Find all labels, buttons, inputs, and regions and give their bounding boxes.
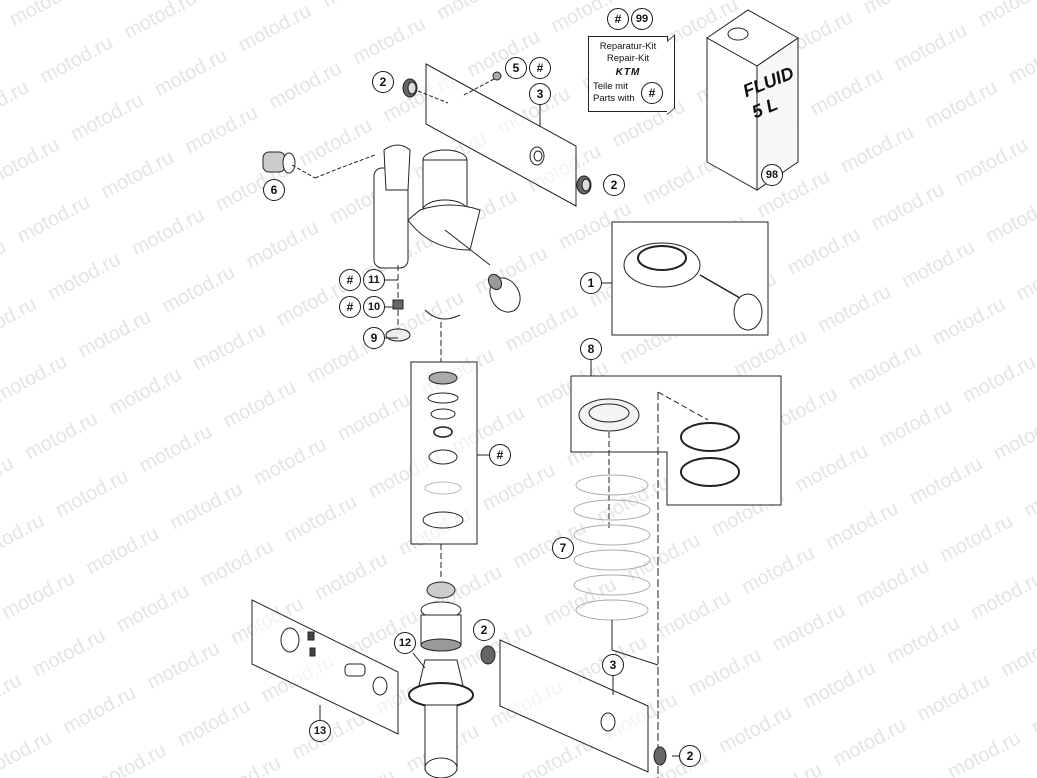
repair-kit-parts-de: Teile mit xyxy=(593,81,628,92)
callout-c10[interactable]: 10 xyxy=(363,296,385,318)
bushing-icon xyxy=(480,645,496,665)
callout-c99[interactable]: 99 xyxy=(631,8,653,30)
repair-kit-badge[interactable]: # xyxy=(641,82,663,104)
shock-reservoir xyxy=(373,144,491,269)
callout-c6[interactable]: 6 xyxy=(263,179,285,201)
callout-c2a[interactable]: 2 xyxy=(372,71,394,93)
callout-c11h[interactable]: # xyxy=(339,269,361,291)
callout-c10h[interactable]: # xyxy=(339,296,361,318)
upper-bushing-panel xyxy=(425,63,577,207)
repair-kit-title-de: Reparatur-Kit xyxy=(599,41,657,52)
adjuster-icon xyxy=(262,151,376,179)
callout-c2d[interactable]: 2 xyxy=(679,745,701,767)
screw-icon xyxy=(492,71,502,81)
spring-icon xyxy=(573,474,651,621)
callout-c9[interactable]: 9 xyxy=(363,327,385,349)
callout-c2c[interactable]: 2 xyxy=(473,619,495,641)
callout-c3a[interactable]: 3 xyxy=(529,83,551,105)
callout-chash-spring[interactable]: # xyxy=(489,444,511,466)
callout-c5[interactable]: 5 xyxy=(505,57,527,79)
callout-c12[interactable]: 12 xyxy=(394,632,416,654)
cap-icon xyxy=(385,328,411,342)
piston-kit-box xyxy=(410,361,478,545)
callout-c98[interactable]: 98 xyxy=(761,164,783,186)
callout-c7[interactable]: 7 xyxy=(552,537,574,559)
callout-c3b[interactable]: 3 xyxy=(602,654,624,676)
linkage-panel xyxy=(251,599,399,735)
repair-kit-title-en: Repair-Kit xyxy=(606,53,650,64)
callout-c1[interactable]: 1 xyxy=(580,272,602,294)
callout-c11[interactable]: 11 xyxy=(363,269,385,291)
callout-c2b[interactable]: 2 xyxy=(603,174,625,196)
callout-chash-kit[interactable]: # xyxy=(607,8,629,30)
ktm-logo: KTM xyxy=(615,67,641,78)
repair-kit-parts-en: Parts with xyxy=(593,93,635,104)
fluid-can-icon xyxy=(706,9,799,191)
callout-c5h[interactable]: # xyxy=(529,57,551,79)
bushing-icon xyxy=(600,712,616,732)
valve-icon xyxy=(392,299,404,310)
adjuster-knob-icon xyxy=(487,273,521,313)
bushing-icon xyxy=(529,146,545,166)
shock-lower-body xyxy=(408,581,474,778)
lower-bushing-panel xyxy=(499,639,649,773)
bushing-icon xyxy=(653,746,667,766)
callout-c8[interactable]: 8 xyxy=(580,338,602,360)
callout-c13[interactable]: 13 xyxy=(309,720,331,742)
